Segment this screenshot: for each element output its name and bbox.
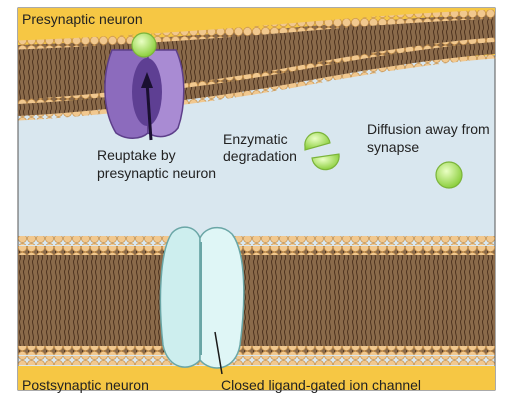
postsynaptic-neuron-label: Postsynaptic neuron (22, 377, 149, 393)
reuptake-transporter (105, 50, 184, 140)
presynaptic-neuron-label: Presynaptic neuron (22, 11, 143, 27)
enzymatic-degradation-label: Enzymatic degradation (223, 131, 323, 165)
ion-channel-label: Closed ligand-gated ion channel (221, 377, 421, 393)
reuptake-label: Reuptake by presynaptic neuron (97, 146, 227, 182)
neurotransmitter-diffusing (436, 162, 462, 188)
neurotransmitter-reuptake (132, 33, 156, 57)
postsynaptic-membrane (18, 236, 495, 365)
diffusion-label: Diffusion away from synapse (367, 120, 497, 156)
ligand-gated-ion-channel (160, 227, 243, 374)
